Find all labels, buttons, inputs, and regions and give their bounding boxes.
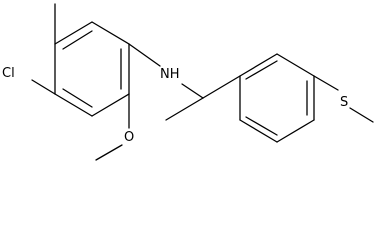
bond (245, 116, 278, 136)
nh-atom-label: NH (160, 67, 180, 82)
oxygen-atom-label: O (124, 130, 134, 145)
chemical-structure-diagram: Cl O NH S (2, 3, 374, 161)
chloro-bond (31, 79, 56, 95)
chlorine-atom-label: Cl (2, 66, 15, 81)
bond (245, 60, 278, 80)
bond (62, 30, 93, 50)
bond (91, 93, 130, 117)
bond (54, 21, 93, 45)
bond (54, 93, 93, 117)
bond (91, 21, 130, 45)
left-benzene-ring (54, 21, 130, 117)
amine-chiral-bond (181, 83, 204, 99)
thioether-bond (313, 75, 339, 91)
sulfur-atom-label: S (340, 95, 348, 110)
methoxy-methyl-bond (95, 144, 123, 161)
chiral-aryl-bond (202, 75, 241, 99)
alpha-methyl-bond (165, 97, 204, 121)
bond (239, 119, 278, 143)
bond (276, 53, 315, 77)
s-methyl-bond (349, 107, 374, 123)
right-benzene-ring (239, 53, 315, 143)
bond (239, 53, 278, 77)
bond (276, 119, 315, 143)
amine-bond (128, 43, 161, 67)
bond (62, 88, 93, 108)
